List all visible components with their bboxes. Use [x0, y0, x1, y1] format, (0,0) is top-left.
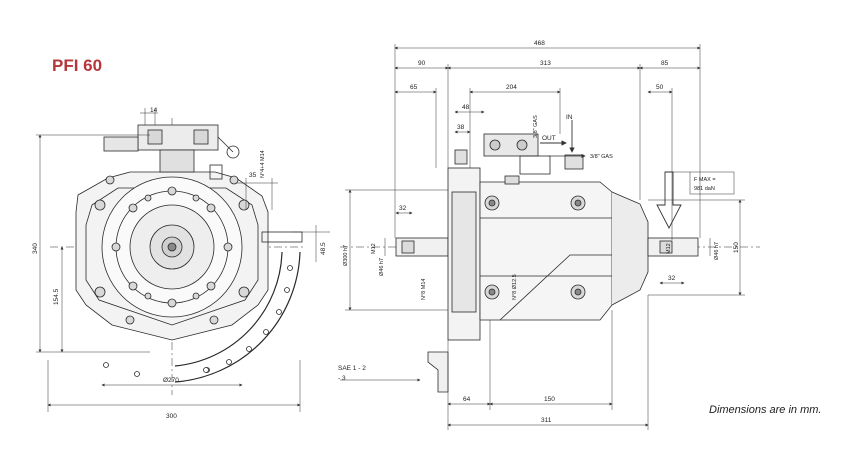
- side-dimensions: [340, 44, 745, 430]
- label-fmax-2: 981 daN: [694, 186, 715, 192]
- pump-body: [479, 181, 613, 321]
- side-view: [340, 133, 760, 393]
- dim-300: 300: [166, 413, 177, 420]
- label-gas-side: 3/8" GAS: [533, 115, 539, 138]
- dim-300h7: Ø300 h7: [343, 245, 349, 266]
- front-shaft-core: [167, 242, 177, 252]
- dim-150-bottom: 150: [544, 396, 555, 403]
- dim-64: 64: [463, 396, 471, 403]
- front-view: [50, 118, 305, 395]
- front-bolts: [94, 175, 250, 325]
- dim-48: 48: [462, 104, 470, 111]
- dim-shaft-right: Ø46 h7: [714, 242, 720, 260]
- front-lever-arc: [174, 251, 301, 383]
- dim-313: 313: [540, 60, 551, 67]
- dim-90: 90: [418, 60, 426, 67]
- pump-nose: [611, 191, 649, 306]
- label-out: OUT: [542, 135, 556, 142]
- dim-154-5: 154.5: [53, 288, 60, 305]
- dim-311: 311: [541, 417, 552, 424]
- dim-thread-front: N°4+4 M14: [260, 150, 266, 178]
- label-in: IN: [566, 114, 573, 121]
- dim-50: 50: [656, 84, 664, 91]
- dim-65: 65: [410, 84, 418, 91]
- dim-32-left: 32: [399, 205, 407, 212]
- dim-32-right: 32: [668, 275, 676, 282]
- foot-bracket: [427, 351, 449, 393]
- side-dim-labels: 468 90 313 85 65 204 50 48 38 32 M12 Ø30…: [338, 40, 740, 424]
- dim-thread-right: N°8 Ø12.5: [512, 274, 518, 300]
- dim-m12-left: M12: [371, 243, 377, 254]
- page-title: PFI 60: [52, 56, 103, 75]
- dim-270: Ø270: [163, 377, 179, 384]
- side-bolts: [484, 195, 586, 300]
- dim-shaft-left: Ø46 h7: [379, 258, 385, 276]
- side-valve-block: [483, 133, 539, 157]
- dim-14: 14: [150, 107, 158, 114]
- dim-m12-right: M12: [666, 243, 672, 254]
- dimensions-note: Dimensions are in mm.: [709, 404, 822, 416]
- right-shaft: [647, 237, 699, 257]
- front-dimensions: [36, 108, 330, 412]
- dim-thread-left: N°8 M14: [421, 279, 427, 300]
- dim-340: 340: [32, 243, 39, 254]
- dim-204: 204: [506, 84, 517, 91]
- dim-468: 468: [534, 40, 545, 47]
- fmax-box: [689, 171, 735, 195]
- dim-85: 85: [661, 60, 669, 67]
- dim-35: 35: [249, 172, 257, 179]
- label-fmax-1: F MAX =: [694, 177, 716, 183]
- label-sae-1: SAE 1 - 2: [338, 365, 366, 372]
- dim-38: 38: [457, 124, 465, 131]
- label-gas-top: 3/8" GAS: [590, 154, 613, 160]
- dim-150-right: 150: [733, 242, 740, 253]
- lever-holes: [103, 265, 293, 377]
- label-sae-2: - 3: [338, 375, 346, 382]
- dim-48-5: 48.5: [320, 242, 327, 255]
- front-dim-labels: 14 35 N°4+4 M14 48.5 340 154.5 Ø270 300: [32, 107, 327, 420]
